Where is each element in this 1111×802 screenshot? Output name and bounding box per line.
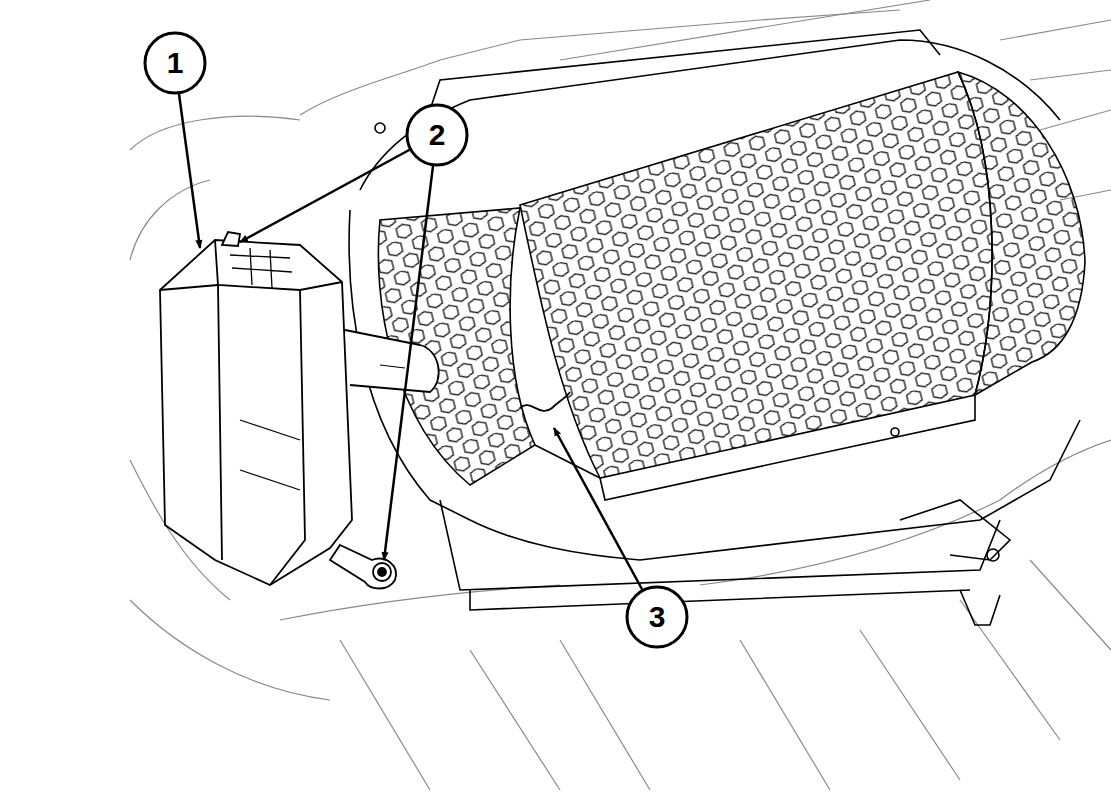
drawing-part — [600, 395, 975, 500]
drawing-part — [1030, 70, 1111, 80]
drawing-part — [470, 650, 560, 790]
drawing-part — [520, 392, 570, 411]
drawing-part — [384, 166, 433, 560]
drawing-part — [470, 590, 970, 610]
drawing-part — [373, 563, 391, 581]
leader-lines — [179, 94, 643, 591]
drawing-part — [627, 587, 687, 647]
drawing-part — [218, 285, 222, 560]
drawing-part — [440, 500, 1000, 590]
drawing-part — [179, 94, 200, 248]
drawing-part — [958, 72, 1085, 395]
drawing-part — [560, 640, 650, 790]
background-lines — [130, 0, 1111, 790]
drawing-part — [407, 105, 467, 165]
drawing-part — [130, 116, 300, 150]
drawing-part — [520, 72, 992, 478]
drawing-part — [700, 500, 1000, 585]
callout-number: 2 — [409, 107, 465, 163]
drawing-part — [378, 568, 386, 576]
hex-grille — [378, 72, 1085, 500]
drawing-part — [130, 600, 330, 700]
blower-housing — [349, 30, 1080, 625]
drawing-part — [240, 420, 300, 490]
drawing-part — [375, 123, 385, 133]
callout-number: 1 — [147, 35, 203, 91]
drawing-part — [554, 428, 643, 591]
drawing-part — [987, 549, 999, 561]
drawing-part — [222, 232, 240, 246]
drawing-part — [1000, 20, 1111, 40]
drawing-part — [130, 180, 210, 260]
drawing-part — [860, 630, 960, 780]
drawing-part — [280, 585, 560, 620]
drawing-part — [535, 445, 600, 478]
callout-number: 3 — [629, 589, 685, 645]
drawing-part — [300, 10, 900, 115]
drawing-part — [1040, 110, 1111, 130]
drawing-part — [560, 0, 930, 60]
drawing-part — [240, 149, 411, 242]
drawing-part — [145, 33, 205, 93]
drawing-part — [960, 600, 1060, 740]
callout: 1 — [147, 35, 203, 91]
drawing-part — [345, 330, 439, 392]
callout-circles — [145, 33, 687, 647]
callout: 2 — [409, 107, 465, 163]
drawing-part — [380, 365, 405, 368]
drawing-part — [160, 240, 352, 585]
drawing-part — [740, 640, 830, 790]
drawing-part — [891, 428, 899, 436]
mode-door-actuator — [160, 232, 439, 589]
drawing-part — [340, 640, 430, 790]
callout: 3 — [629, 589, 685, 645]
drawing-part — [230, 248, 292, 288]
drawing-part — [960, 590, 1000, 625]
drawing-part — [430, 30, 940, 110]
drawing-part — [270, 290, 305, 585]
drawing-part — [900, 500, 1010, 560]
drawing-part — [160, 285, 218, 290]
drawing-part — [215, 240, 342, 290]
drawing-part — [1030, 560, 1111, 650]
break-mark — [520, 392, 570, 411]
